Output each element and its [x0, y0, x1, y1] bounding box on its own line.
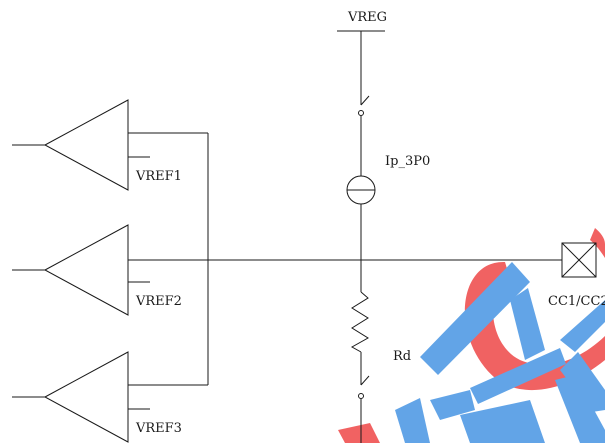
- vreg-label: VREG: [347, 10, 387, 25]
- current-source-icon: [346, 175, 376, 260]
- top-switch-icon: [358, 95, 370, 176]
- ip-3p0-label: Ip_3P0: [385, 154, 430, 169]
- rd-label: Rd: [393, 349, 411, 364]
- vref1-label: VREF1: [135, 169, 182, 184]
- comparator-2-icon: [12, 224, 150, 316]
- comparator-3-icon: [12, 351, 208, 443]
- vref3-label: VREF3: [135, 421, 182, 436]
- watermark: [338, 228, 605, 443]
- cc-pad-icon: [561, 242, 597, 278]
- cc-label: CC1/CC2: [548, 294, 605, 309]
- comparator-1-icon: [12, 99, 208, 191]
- bottom-switch-icon: [358, 375, 370, 443]
- vref2-label: VREF2: [135, 294, 182, 309]
- resistor-icon: [350, 260, 369, 385]
- watermark-blue-glyph: [395, 262, 605, 443]
- watermark-red-crescent: [338, 228, 605, 443]
